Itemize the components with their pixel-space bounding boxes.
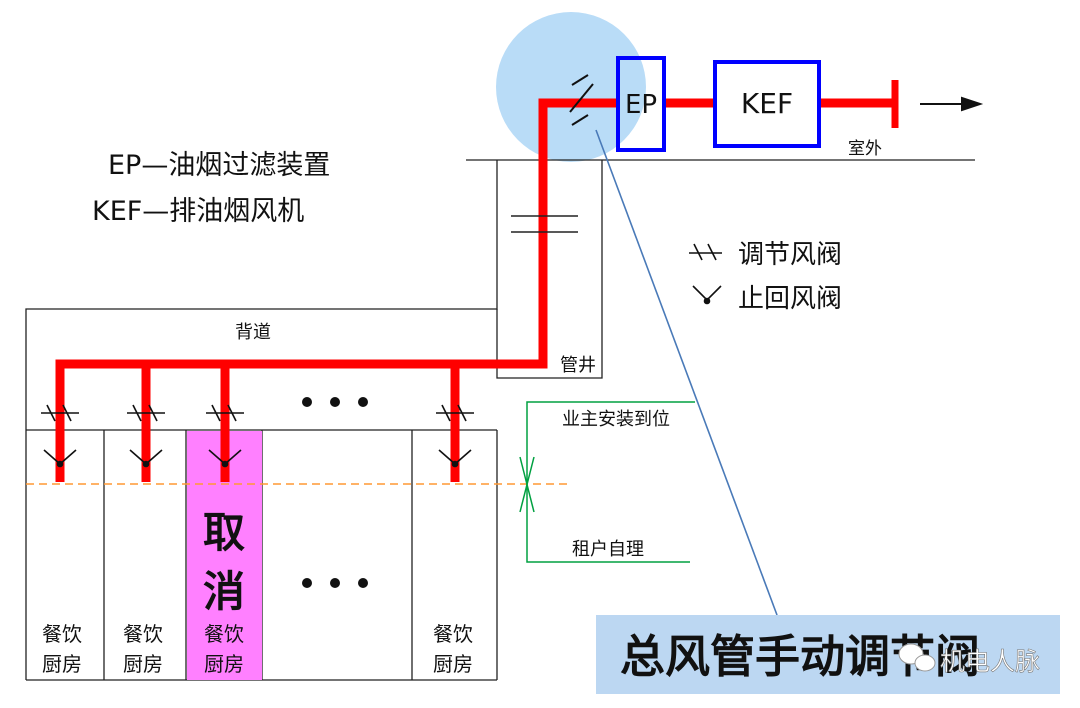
- room-3-line2: 厨房: [204, 652, 244, 676]
- room-3-line1: 餐饮: [204, 622, 244, 646]
- tenant-self-label: 租户自理: [572, 539, 644, 560]
- callout-leader-line: [595, 129, 778, 616]
- outlet-arrow: [920, 96, 984, 112]
- kef-box: [713, 60, 821, 148]
- check-damper-legend-label: 止回风阀: [738, 284, 842, 314]
- main-manual-damper-icon: [569, 74, 594, 126]
- watermark: 机电人脉: [898, 643, 1040, 676]
- cancel-mark-char-2: 消: [203, 567, 245, 616]
- shaft-label: 管井: [560, 355, 596, 376]
- ep-label: EP: [625, 90, 657, 120]
- branch-damper-2: [127, 404, 165, 468]
- wechat-icon: [898, 643, 936, 672]
- branch-damper-4: [436, 404, 474, 468]
- adjust-damper-legend-icon: [689, 243, 722, 261]
- owner-install-label: 业主安装到位: [562, 409, 670, 430]
- branch-damper-3: [206, 404, 244, 468]
- room-1-line1: 餐饮: [42, 622, 82, 646]
- room-4-line2: 厨房: [433, 652, 473, 676]
- ep-definition: EP—油烟过滤装置: [108, 150, 330, 181]
- kef-definition: KEF—排油烟风机: [92, 196, 304, 227]
- highlight-circle: [496, 12, 646, 162]
- room-2-line2: 厨房: [123, 652, 163, 676]
- room-1-line2: 厨房: [42, 652, 82, 676]
- building-outline: [25, 159, 975, 681]
- kef-label: KEF: [741, 87, 793, 120]
- room-2-line1: 餐饮: [123, 622, 163, 646]
- branch-dampers: [41, 404, 474, 468]
- room-labels: 餐饮 厨房 餐饮 厨房 餐饮 厨房 餐饮 厨房: [42, 622, 473, 676]
- ep-box: [616, 56, 666, 152]
- watermark-text: 机电人脉: [940, 647, 1040, 676]
- room-4-line1: 餐饮: [433, 622, 473, 646]
- more-branches-dots: [302, 397, 368, 407]
- more-rooms-dots: [302, 578, 368, 588]
- flexible-joint: [511, 215, 578, 233]
- callout-box: [596, 615, 1060, 694]
- ownership-bracket: [519, 401, 695, 563]
- back-passage-label: 背道: [235, 322, 271, 343]
- check-damper-legend-icon: [692, 285, 722, 305]
- outdoor-label: 室外: [848, 139, 882, 159]
- branch-damper-1: [41, 404, 79, 468]
- cancel-mark-char-1: 取: [203, 508, 245, 557]
- adjust-damper-legend-label: 调节风阀: [738, 240, 842, 270]
